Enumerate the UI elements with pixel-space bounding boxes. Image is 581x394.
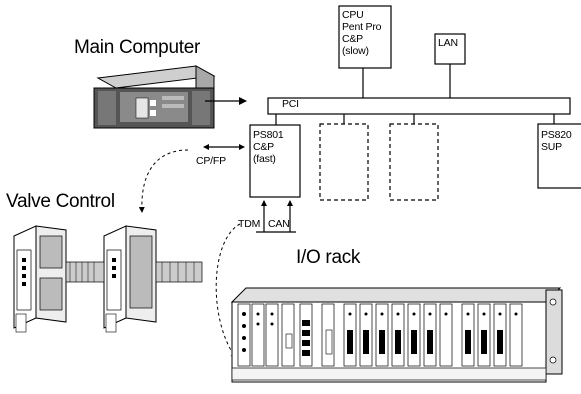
io-dashed-arrow bbox=[215, 223, 241, 359]
io-rack-label: I/O rack bbox=[296, 247, 361, 268]
pci-label: PCI bbox=[282, 98, 299, 110]
main-computer-label: Main Computer bbox=[74, 37, 200, 58]
cpu-box bbox=[338, 5, 392, 69]
cpu-box-label: CPU Pent Pro C&P (slow) bbox=[342, 9, 382, 57]
io-rack-drawing bbox=[230, 287, 563, 383]
ps820-box-label: PS820 SUP bbox=[541, 129, 572, 153]
empty-slot-1 bbox=[319, 123, 369, 201]
lan-box bbox=[434, 33, 466, 65]
pci-bus bbox=[267, 97, 571, 115]
valve-dashed-arrow bbox=[138, 149, 189, 213]
cpfp-label: CP/FP bbox=[196, 155, 226, 167]
tdm-label: TDM bbox=[238, 218, 261, 230]
main-computer-icon bbox=[93, 65, 216, 129]
ps801-box-label: PS801 C&P (fast) bbox=[253, 129, 284, 165]
lan-label: LAN bbox=[438, 37, 458, 49]
empty-slot-2 bbox=[389, 123, 439, 201]
valve-control-label: Valve Control bbox=[6, 191, 115, 212]
valve-control-boards bbox=[13, 225, 203, 333]
ps820-box bbox=[537, 123, 581, 189]
can-label: CAN bbox=[268, 218, 290, 230]
ps801-box bbox=[249, 124, 301, 198]
